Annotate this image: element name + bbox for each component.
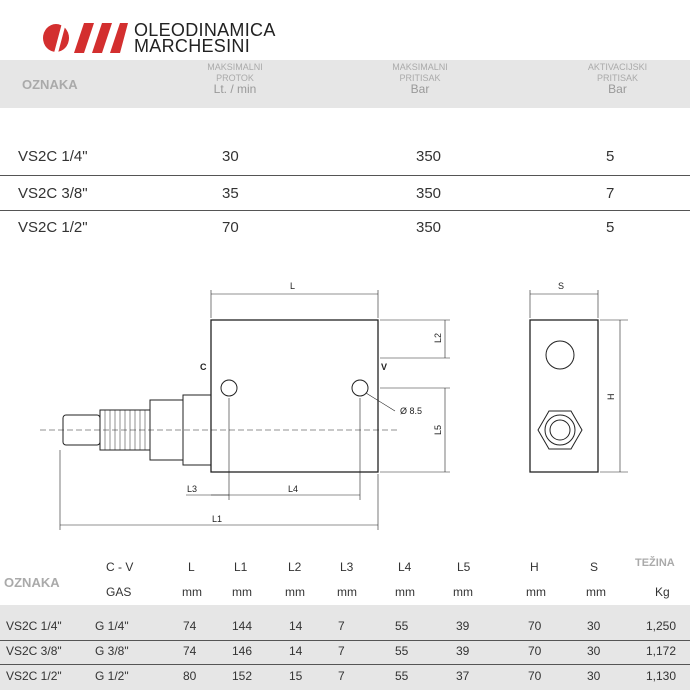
dim-h: H bbox=[606, 394, 616, 401]
logo-mark-icon bbox=[43, 23, 128, 53]
col-oznaka: OZNAKA bbox=[22, 77, 78, 92]
dim-l: L bbox=[290, 281, 295, 291]
side-hex bbox=[537, 410, 583, 450]
divider bbox=[0, 175, 690, 176]
port-v-hole bbox=[351, 379, 369, 397]
top-table-header bbox=[0, 60, 690, 108]
fitting-tip bbox=[62, 414, 101, 446]
divider bbox=[0, 640, 690, 641]
dim-l3: L3 bbox=[187, 484, 197, 494]
dim-l2: L2 bbox=[433, 333, 443, 343]
hole-diameter: Ø 8.5 bbox=[400, 406, 422, 416]
logo-line2: MARCHESINI bbox=[134, 36, 251, 56]
side-port-circle bbox=[545, 340, 575, 370]
port-c-hole bbox=[220, 379, 238, 397]
dim-l4: L4 bbox=[288, 484, 298, 494]
divider bbox=[0, 664, 690, 665]
bottom-table-body bbox=[0, 605, 690, 690]
dim-l1: L1 bbox=[212, 514, 222, 524]
label-c: C bbox=[200, 362, 207, 372]
divider bbox=[0, 210, 690, 211]
logo-line1: OLEODINAMICA bbox=[134, 20, 276, 40]
valve-body bbox=[210, 319, 379, 473]
dim-l5: L5 bbox=[433, 425, 443, 435]
dim-s: S bbox=[558, 281, 564, 291]
technical-drawing: L L2 L5 L3 L4 L1 C V Ø 8.5 S H bbox=[40, 281, 628, 530]
label-v: V bbox=[381, 362, 387, 372]
side-view-body bbox=[529, 319, 599, 473]
